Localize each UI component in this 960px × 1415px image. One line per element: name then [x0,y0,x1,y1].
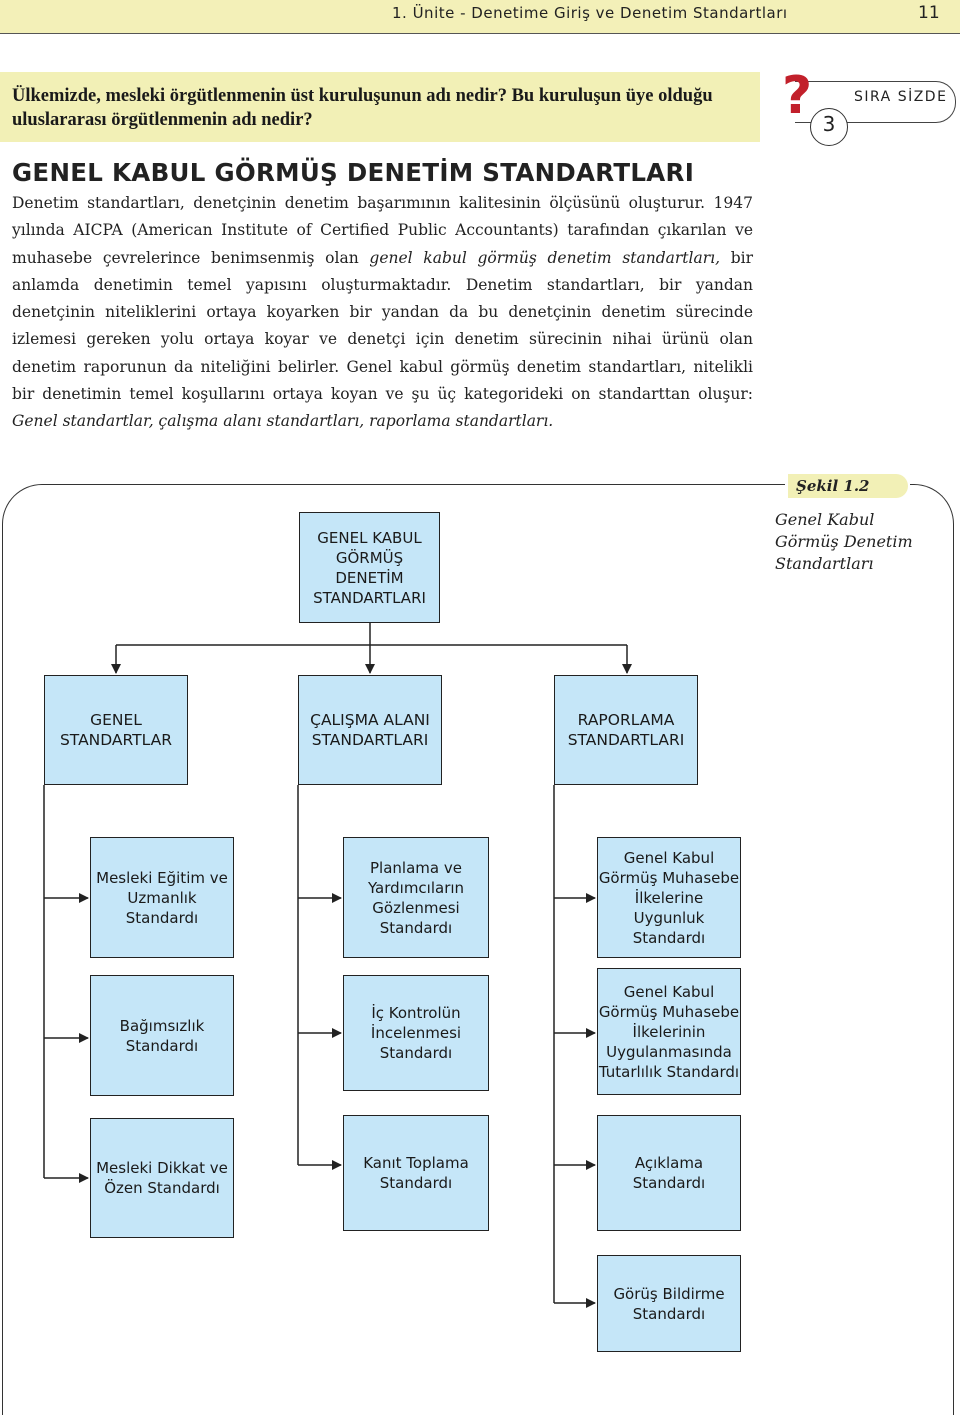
standard-box: Genel Kabul Görmüş Muhasebe İlkelerinin … [597,968,741,1095]
paragraph-italic-term: genel kabul görmüş denetim standartları, [369,248,721,267]
standard-box: Genel Kabul Görmüş Muhasebe İlkelerine U… [597,837,741,958]
body-paragraph: Denetim standartları, denetçinin denetim… [12,190,753,436]
badge-number: 3 [822,112,836,136]
figure-label: Şekil 1.2 [788,474,908,498]
running-header [0,0,960,34]
standard-box: Mesleki Dikkat ve Özen Standardı [90,1118,234,1238]
sira-sizde-badge-frame [795,81,956,123]
question-text: Ülkemizde, mesleki örgütlenmenin üst kur… [12,86,713,130]
category-raporlama: RAPORLAMA STANDARTLARI [554,675,698,785]
standard-box: İç Kontrolün İncelenmesi Standardı [343,975,489,1091]
standard-box: Mesleki Eğitim ve Uzmanlık Standardı [90,837,234,958]
paragraph-text: Denetim standartları, denetçinin denetim… [12,194,753,267]
standard-box: Görüş Bildirme Standardı [597,1255,741,1352]
header-divider [0,33,960,34]
figure-caption: Genel Kabul Görmüş Denetim Standartları [775,510,913,573]
category-genel: GENEL STANDARTLAR [44,675,188,785]
badge-number-circle [810,108,848,146]
question-box [0,72,760,142]
paragraph-italic-categories: Genel standartlar, çalışma alanı standar… [12,412,554,431]
standard-box: Kanıt Toplama Standardı [343,1115,489,1231]
section-title: GENEL KABUL GÖRMÜŞ DENETİM STANDARTLARI [12,158,695,187]
standard-box: Planlama ve Yardımcıların Gözlenmesi Sta… [343,837,489,958]
standard-box: Açıklama Standardı [597,1115,741,1231]
page-number: 11 [918,3,940,23]
running-header-title: 1. Ünite - Denetime Giriş ve Denetim Sta… [392,4,788,22]
category-calisma-alani: ÇALIŞMA ALANI STANDARTLARI [298,675,442,785]
paragraph-text-continued: bir anlamda denetimin temel yapısını olu… [12,248,754,404]
sira-sizde-label: SIRA SİZDE [854,89,948,105]
root-box: GENEL KABUL GÖRMÜŞ DENETİM STANDARTLARI [299,512,440,623]
standard-box: Bağımsızlık Standardı [90,975,234,1096]
figure-frame [2,484,954,1415]
question-mark-icon: ? [782,66,813,126]
